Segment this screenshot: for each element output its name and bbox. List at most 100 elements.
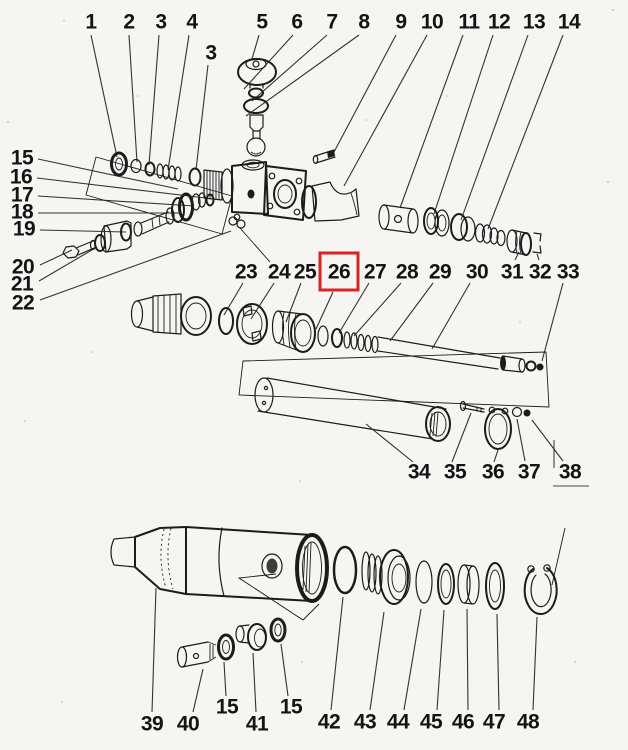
leader-line-8-8 [245, 34, 360, 117]
callout-27: 27 [364, 261, 386, 284]
callout-46: 46 [452, 711, 474, 734]
washer-stack [496, 229, 506, 247]
snap-ring-47 [485, 562, 505, 610]
leader-line-46-48 [466, 608, 469, 711]
spool-disc [178, 192, 194, 222]
callout-11: 11 [458, 11, 480, 34]
group-box-middle [238, 351, 550, 408]
rod-end-bead [536, 363, 544, 371]
o-ring-small [144, 161, 156, 177]
callout-19: 19 [13, 218, 35, 241]
callout-42: 42 [318, 711, 340, 734]
leader-line-15-41 [223, 661, 227, 697]
piston-rod [377, 336, 501, 370]
spring-washers [174, 166, 182, 182]
saddle-coupling [311, 181, 360, 222]
scan-noise [7, 9, 614, 703]
leader-line-40-40 [192, 668, 204, 713]
callout-22: 22 [12, 292, 34, 315]
callout-41: 41 [246, 713, 269, 736]
callout-12: 12 [488, 11, 510, 34]
leader-line-17-17 [37, 195, 195, 207]
hex-bolt [62, 245, 80, 259]
grooved-nut [520, 232, 532, 256]
callout-1: 1 [85, 11, 97, 34]
bolt-40 [181, 641, 209, 668]
ring-pair [434, 209, 450, 237]
callout-31: 31 [501, 261, 524, 284]
collar-46 [457, 564, 480, 605]
coupling-chain-items-10-14 [301, 181, 542, 256]
leader-line-3-2 [148, 34, 160, 166]
callout-9: 9 [395, 11, 406, 34]
leader-line-10-10 [343, 34, 428, 187]
leader-line-6-6 [243, 34, 294, 90]
check-balls [233, 213, 241, 221]
port-pointer-lines [237, 573, 320, 621]
leader-line-37-37 [516, 418, 526, 462]
leader-line-32-32 [536, 253, 540, 261]
leader-line-27-27 [338, 282, 370, 334]
spool-chain-items-15-22 [62, 192, 271, 263]
leader-line-29-29 [389, 282, 434, 342]
callout-7: 7 [326, 11, 337, 34]
tiny-o-ring [205, 193, 215, 207]
port-hole [266, 558, 278, 574]
leader-line-2-1 [128, 34, 138, 163]
callout-47: 47 [483, 711, 505, 734]
highlight-box-item-26 [318, 251, 360, 292]
seal-ring-15a [222, 640, 230, 654]
leader-line-34-34 [365, 423, 414, 463]
valve-flange [263, 165, 307, 221]
leader-line-20-20 [39, 249, 73, 266]
leader-line-39-39 [151, 587, 157, 713]
piston-rod-assembly [130, 293, 544, 373]
leader-lines [36, 34, 564, 713]
callout-43: 43 [354, 711, 376, 734]
roll-pin [312, 149, 336, 165]
callout-29: 29 [429, 261, 451, 284]
callout-5: 5 [256, 11, 268, 34]
valve-vertical-stack [237, 57, 277, 157]
callout-2: 2 [123, 11, 134, 34]
weld-seam [160, 528, 174, 590]
callout-28: 28 [396, 261, 419, 284]
leader-line-33-33 [541, 282, 564, 362]
leader-line-19-19 [39, 229, 127, 233]
leader-line-31-31 [514, 251, 520, 261]
bleeder-subassembly [176, 617, 287, 668]
leader-line-26-26 [315, 291, 334, 330]
leader-line-48-50 [532, 616, 538, 711]
leader-line-41-42 [252, 652, 257, 713]
callout-48: 48 [517, 711, 540, 734]
rod-end-nose [136, 296, 154, 332]
tube-cap [254, 377, 274, 413]
callout-33: 33 [557, 261, 579, 284]
barrel-threaded-mouth [302, 541, 322, 595]
tapered-body [134, 526, 187, 595]
callout-15: 15 [11, 147, 34, 170]
callout-37: 37 [518, 461, 540, 484]
bolt-35 [462, 403, 485, 413]
o-ring-27 [331, 328, 343, 348]
leader-line-12-12 [433, 34, 494, 215]
threaded-neck [206, 170, 220, 200]
barrel [185, 526, 313, 602]
leader-line-1-0 [90, 34, 118, 158]
snap-ring-15b [269, 617, 287, 643]
callout-34: 34 [408, 461, 431, 484]
leader-line-38-38 [531, 419, 564, 462]
valve-top-port [241, 159, 265, 171]
leader-line-21-21 [38, 246, 98, 282]
o-ring-21 [94, 234, 106, 252]
spool-sleeve [407, 208, 419, 234]
leader-line-5-5 [251, 34, 260, 60]
nose-cap [110, 536, 136, 568]
leader-line-36-36 [493, 449, 499, 463]
nut-41 [235, 623, 267, 651]
leader-line-11-11 [399, 34, 464, 209]
callout-25: 25 [294, 261, 317, 284]
